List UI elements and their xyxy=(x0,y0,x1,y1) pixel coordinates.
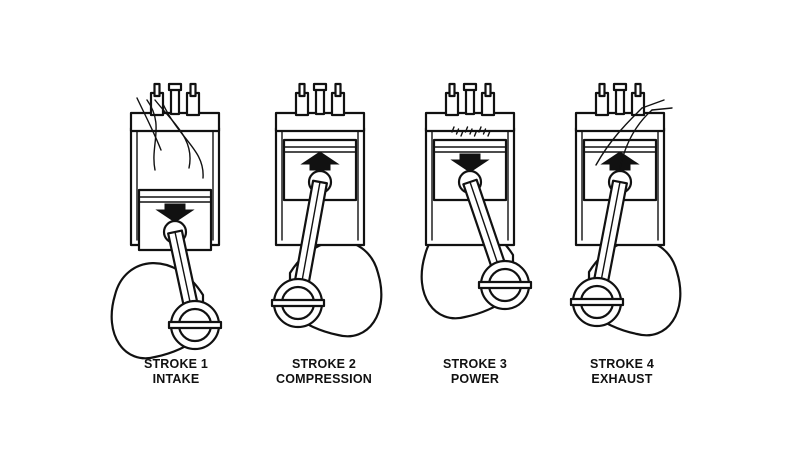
combustion-spark-icon xyxy=(464,126,469,133)
cylinder-wall xyxy=(136,129,214,241)
spark-plug xyxy=(314,86,326,116)
stroke-4-number: STROKE 4 xyxy=(589,357,655,371)
exhaust-flow-arrow xyxy=(651,107,673,111)
intake-valve-stem xyxy=(448,82,456,98)
exhaust-valve-stem xyxy=(334,82,342,98)
stroke-2-number: STROKE 2 xyxy=(291,357,357,371)
stroke-2-caption: STROKE 2 COMPRESSION xyxy=(244,357,404,387)
combustion-spark-icon xyxy=(451,126,455,133)
cylinder-head xyxy=(424,111,516,133)
stroke-4-name: EXHAUST xyxy=(591,372,653,386)
cylinder-head xyxy=(274,111,366,133)
combustion-spark-icon xyxy=(455,128,460,135)
cylinder-head xyxy=(574,111,666,133)
intake-flow-arrow xyxy=(146,99,157,171)
stroke-3-name: POWER xyxy=(450,372,500,386)
exhaust-flow-arrow xyxy=(619,109,653,169)
exhaust-flow-arrow xyxy=(595,107,643,166)
exhaust-valve-stem xyxy=(189,82,197,98)
engine-stroke-1 xyxy=(110,82,223,360)
engine-stroke-4 xyxy=(569,82,682,337)
stroke-3-number: STROKE 3 xyxy=(442,357,508,371)
engine-stroke-3 xyxy=(420,82,533,320)
spark-plug-cap xyxy=(167,82,183,92)
combustion-spark-icon xyxy=(478,126,482,133)
intake-flow-arrow xyxy=(162,103,204,179)
spark-plug xyxy=(614,86,626,116)
combustion-spark-icon xyxy=(473,130,478,137)
piston-direction-arrow-icon xyxy=(450,153,490,173)
intake-valve-stem xyxy=(598,82,606,98)
stroke-1-number: STROKE 1 xyxy=(143,357,209,371)
intake-valve-stem xyxy=(298,82,306,98)
piston-direction-arrow-icon xyxy=(300,151,340,171)
cylinder-head xyxy=(129,111,221,133)
combustion-spark-icon xyxy=(482,128,487,135)
stroke-3-caption: STROKE 3 POWER xyxy=(395,357,555,387)
stroke-4-caption: STROKE 4 EXHAUST xyxy=(542,357,702,387)
spark-plug-cap xyxy=(612,82,628,92)
piston-direction-arrow-icon xyxy=(600,151,640,171)
exhaust-flow-arrow xyxy=(641,99,665,109)
rod-cap-bolt-line xyxy=(569,297,625,307)
exhaust-valve-stem xyxy=(484,82,492,98)
spark-plug xyxy=(464,86,476,116)
piston-direction-arrow-icon xyxy=(155,203,195,223)
combustion-spark-icon xyxy=(469,128,473,135)
rod-cap-bolt-line xyxy=(477,280,533,290)
combustion-spark-icon xyxy=(487,130,491,137)
cylinder-wall xyxy=(431,129,509,241)
spark-plug xyxy=(169,86,181,116)
intake-valve-stem xyxy=(153,82,161,98)
rod-cap-bolt-line xyxy=(270,298,326,308)
exhaust-valve-stem xyxy=(634,82,642,98)
stroke-1-caption: STROKE 1 INTAKE xyxy=(96,357,256,387)
stroke-1-name: INTAKE xyxy=(152,372,200,386)
stroke-2-name: COMPRESSION xyxy=(276,372,372,386)
cylinder-wall xyxy=(581,129,659,241)
cylinder-wall xyxy=(281,129,359,241)
engine-stroke-2 xyxy=(270,82,383,338)
spark-plug-cap xyxy=(312,82,328,92)
intake-flow-arrow xyxy=(136,97,162,151)
combustion-spark-icon xyxy=(460,130,464,137)
spark-plug-cap xyxy=(462,82,478,92)
rod-cap-bolt-line xyxy=(167,320,223,330)
